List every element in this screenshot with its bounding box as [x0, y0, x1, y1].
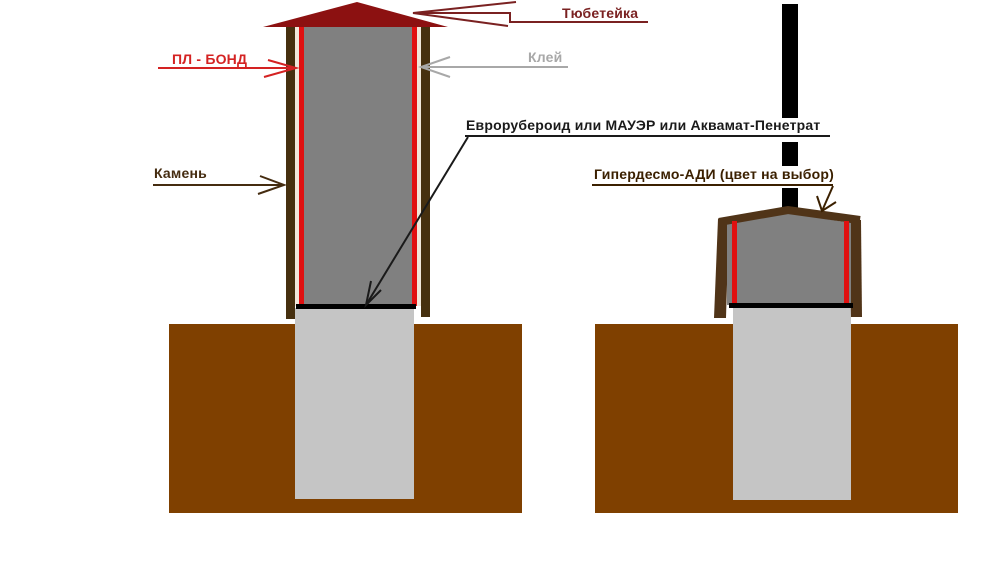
base-seam-left	[296, 304, 416, 309]
giperdesmo-leader-arrow	[592, 184, 837, 213]
column-core-left	[304, 24, 412, 306]
stone-slab-left-bar	[286, 27, 295, 319]
wood-bar-right-left	[714, 217, 729, 318]
glue-layer-right	[417, 26, 421, 306]
pl-bond-leader-arrow	[158, 59, 300, 78]
wood-bar-right-right	[849, 219, 862, 317]
membrane-right-line	[412, 25, 417, 306]
pole-segment-top	[782, 4, 798, 118]
membrane-right-left-line	[732, 221, 737, 304]
label-evroruberoid: Еврорубероид или МАУЭР или Аквамат-Пенет…	[466, 117, 821, 133]
column-core-right	[727, 213, 851, 305]
roof-cap	[263, 2, 448, 27]
glue-layer-left	[295, 26, 299, 306]
base-seam-right	[729, 303, 853, 308]
foundation-left	[295, 308, 414, 499]
stone-slab-right-bar	[421, 27, 430, 317]
foundation-right	[733, 307, 851, 500]
label-pl-bond: ПЛ - БОНД	[172, 51, 248, 67]
label-giperdesmo: Гипердесмо-АДИ (цвет на выбор)	[594, 166, 835, 182]
kley-leader-arrow	[417, 56, 568, 78]
tyubeteyka-leader-arrow	[412, 1, 648, 27]
membrane-right-right-line	[844, 221, 849, 304]
evroruberoid-leader-arrow	[364, 135, 830, 309]
membrane-left-line	[299, 25, 304, 306]
coating-cap-right	[718, 205, 861, 226]
kamen-leader-arrow	[153, 175, 287, 195]
pole-segment-middle	[782, 142, 798, 166]
label-tyubeteyka: Тюбетейка	[562, 5, 639, 21]
label-kamen: Камень	[154, 165, 207, 181]
label-kley: Клей	[528, 49, 563, 65]
